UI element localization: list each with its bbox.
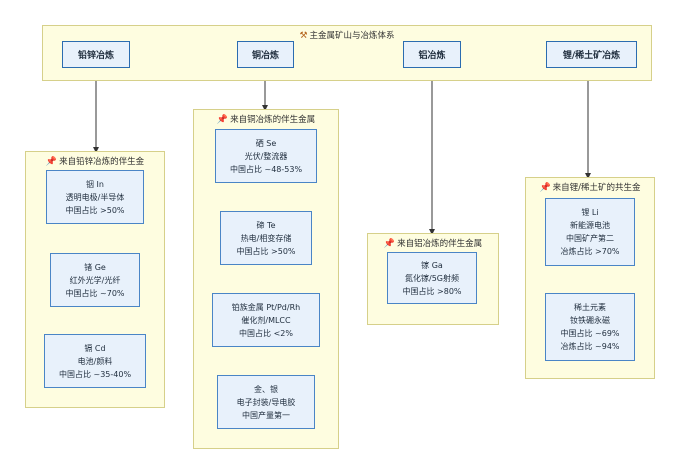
metal-use: 热电/相变存储 xyxy=(240,233,292,243)
metal-share: 中国占比 >50% xyxy=(236,246,296,256)
metal-name: 碲 Te xyxy=(256,220,276,230)
metal-name: 锂 Li xyxy=(581,208,599,217)
metal-name: 稀土元素 xyxy=(574,303,606,312)
metal-use: 光伏/整流器 xyxy=(244,151,288,161)
metal-use: 红外光学/光纤 xyxy=(69,275,121,285)
smelter-al[interactable]: 铝冶炼 xyxy=(403,41,461,68)
metal-name: 铟 In xyxy=(86,179,104,189)
metal-use: 电池/颜料 xyxy=(77,356,113,366)
metal-share: 中国产量第一 xyxy=(242,410,290,420)
metal-node-te[interactable]: 碲 Te 热电/相变存储 中国占比 >50% xyxy=(220,211,312,265)
metal-node-au-ag[interactable]: 金、银 电子封装/导电胶 中国产量第一 xyxy=(217,375,315,429)
metal-node-ga[interactable]: 镓 Ga 氮化镓/5G射频 中国占比 >80% xyxy=(387,252,477,304)
metal-node-in[interactable]: 铟 In 透明电极/半导体 中国占比 >50% xyxy=(46,170,144,224)
metal-share: 中国占比 >50% xyxy=(65,205,125,215)
metal-use: 电子封装/导电胶 xyxy=(236,397,296,407)
smelter-li-re[interactable]: 锂/稀土矿冶炼 xyxy=(546,41,637,68)
smelter-cu[interactable]: 铜冶炼 xyxy=(237,41,294,68)
metal-node-ree[interactable]: 稀土元素 钕铁硼永磁 中国占比 ~69% 冶炼占比 ~94% xyxy=(545,293,635,361)
metal-use: 氮化镓/5G射频 xyxy=(405,273,459,283)
metal-node-cd[interactable]: 镉 Cd 电池/颜料 中国占比 ~35-40% xyxy=(44,334,146,388)
metal-name: 镓 Ga xyxy=(421,260,443,270)
metal-node-li[interactable]: 锂 Li 新能源电池 中国矿产第二 冶炼占比 >70% xyxy=(545,198,635,266)
pushpin-icon: 📌 xyxy=(539,183,551,193)
cu-group-title: 📌来自铜冶炼的伴生金属 xyxy=(216,115,316,125)
metal-share: 中国占比 >80% xyxy=(402,286,462,296)
pbzn-group-title: 📌来自铅锌冶炼的伴生金 xyxy=(45,157,145,167)
metal-name: 锗 Ge xyxy=(84,262,106,272)
hammer-icon: ⚒ xyxy=(299,31,308,41)
metal-node-ge[interactable]: 锗 Ge 红外光学/光纤 中国占比 ~70% xyxy=(50,253,140,307)
main-smelting-group-title: ⚒主金属矿山与冶炼体系 xyxy=(299,31,395,41)
metal-share: 中国占比 ~48-53% xyxy=(229,164,303,174)
al-group-title: 📌来自铝冶炼的伴生金属 xyxy=(383,239,483,249)
metal-use: 透明电极/半导体 xyxy=(65,192,125,202)
metal-share: 中国占比 ~35-40% xyxy=(58,369,132,379)
metal-node-pgm[interactable]: 铂族金属 Pt/Pd/Rh 催化剂/MLCC 中国占比 <2% xyxy=(212,293,320,347)
metal-share: 中国占比 ~69% xyxy=(560,329,620,338)
pushpin-icon: 📌 xyxy=(216,115,229,125)
metal-name: 金、银 xyxy=(254,384,278,394)
metal-node-se[interactable]: 硒 Se 光伏/整流器 中国占比 ~48-53% xyxy=(215,129,317,183)
pushpin-icon: 📌 xyxy=(45,157,58,167)
metal-name: 镉 Cd xyxy=(84,343,106,353)
li-re-group-title: 📌来自锂/稀土矿的共生金 xyxy=(539,183,641,193)
metal-name: 硒 Se xyxy=(255,138,277,148)
metal-use: 钕铁硼永磁 xyxy=(570,316,610,325)
metal-use: 催化剂/MLCC xyxy=(241,315,291,325)
metal-share-secondary: 冶炼占比 >70% xyxy=(560,247,620,256)
pushpin-icon: 📌 xyxy=(383,239,396,249)
metal-share: 中国矿产第二 xyxy=(566,234,614,243)
smelter-pb-zn[interactable]: 铅锌冶炼 xyxy=(62,41,130,68)
metal-share: 中国占比 <2% xyxy=(239,328,293,338)
metal-name: 铂族金属 Pt/Pd/Rh xyxy=(231,302,301,312)
metal-share: 中国占比 ~70% xyxy=(65,288,125,298)
metal-share-secondary: 冶炼占比 ~94% xyxy=(560,342,620,351)
metal-use: 新能源电池 xyxy=(570,221,610,230)
